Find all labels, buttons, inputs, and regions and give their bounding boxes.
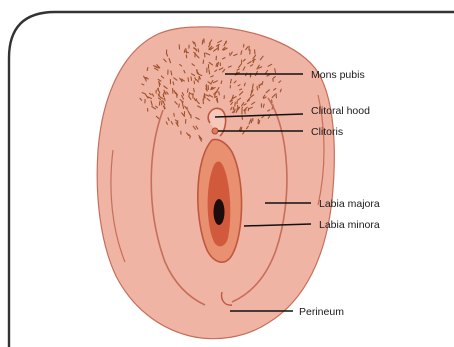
hair-stroke <box>191 77 192 80</box>
hair-stroke <box>257 86 258 90</box>
hair-stroke <box>209 70 210 74</box>
hair-stroke <box>188 78 189 82</box>
hair-stroke <box>242 117 243 120</box>
label-clitoris: Clitoris <box>311 126 343 138</box>
hair-stroke <box>275 69 276 73</box>
hair-stroke <box>263 104 264 107</box>
label-labia-majora: Labia majora <box>319 198 380 210</box>
hair-stroke <box>163 94 164 96</box>
hair-stroke <box>242 107 243 109</box>
hair-stroke <box>204 95 205 99</box>
hair-stroke <box>159 101 160 105</box>
hair-stroke <box>184 50 185 53</box>
hair-stroke <box>147 68 148 71</box>
hair-stroke <box>202 40 203 44</box>
label-mons-pubis: Mons pubis <box>311 69 365 81</box>
hair-stroke <box>146 78 147 82</box>
hair-stroke <box>219 92 220 95</box>
hair-stroke <box>204 94 205 98</box>
hair-stroke <box>204 53 205 57</box>
hair-stroke <box>206 86 207 91</box>
hair-stroke <box>174 113 175 116</box>
hair-stroke <box>251 90 252 92</box>
hair-stroke <box>194 88 195 91</box>
hair-stroke <box>173 82 174 85</box>
label-labia-minora: Labia minora <box>319 219 380 231</box>
hair-stroke <box>199 77 200 81</box>
hair-stroke <box>187 89 188 92</box>
hair-stroke <box>233 107 234 109</box>
hair-stroke <box>198 49 199 52</box>
label-perineum: Perineum <box>299 306 344 318</box>
hair-stroke <box>226 41 227 43</box>
hair-stroke <box>231 79 232 83</box>
hair-stroke <box>221 81 222 84</box>
hair-stroke <box>244 83 245 86</box>
hair-stroke <box>251 119 252 123</box>
clitoris-shape <box>212 128 218 134</box>
hair-stroke <box>244 110 246 111</box>
label-clitoral-hood: Clitoral hood <box>311 105 370 117</box>
hair-stroke <box>238 106 239 110</box>
hair-stroke <box>179 104 180 107</box>
hair-stroke <box>203 60 204 63</box>
hair-stroke <box>196 99 197 101</box>
hair-stroke <box>254 59 255 62</box>
hair-stroke <box>165 98 166 101</box>
vaginal-opening <box>214 199 225 225</box>
hair-stroke <box>235 102 236 106</box>
